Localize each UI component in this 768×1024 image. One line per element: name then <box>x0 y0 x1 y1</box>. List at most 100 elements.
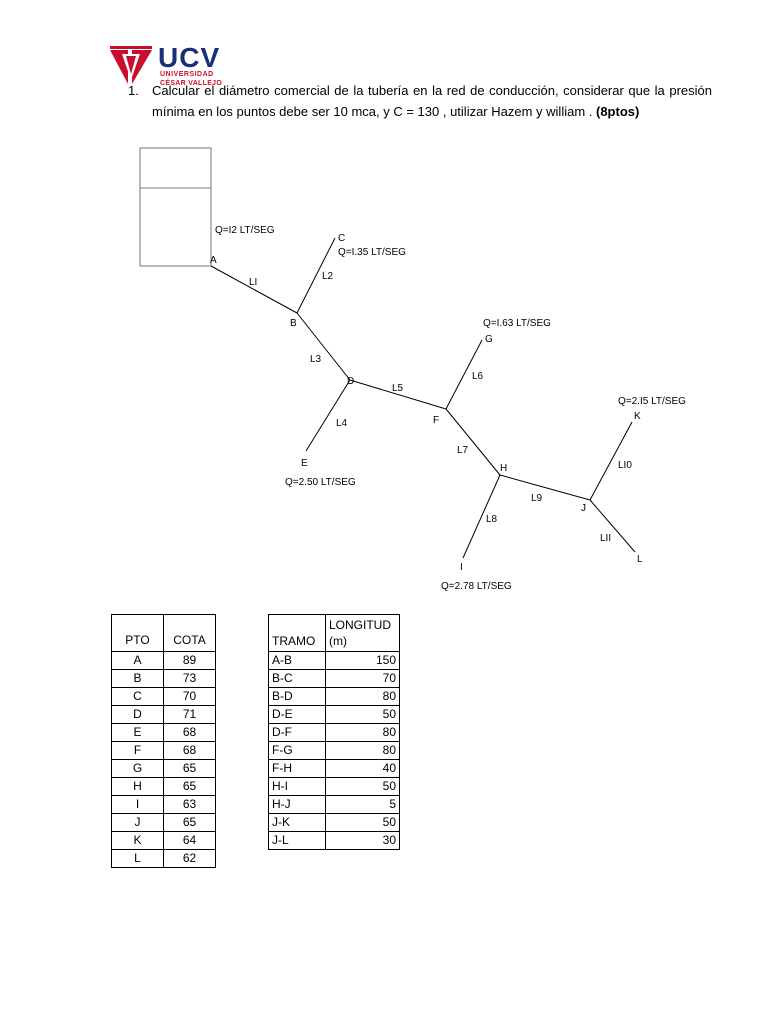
table-cell: K <box>111 831 164 850</box>
table-cell: 64 <box>163 831 216 850</box>
table-cell: D-E <box>268 705 326 724</box>
table-cell: 89 <box>163 651 216 670</box>
header-cota: COTA <box>163 614 216 652</box>
table-cell: F-G <box>268 741 326 760</box>
table-cell: C <box>111 687 164 706</box>
pipe-l11 <box>589 499 636 553</box>
table-cell: F <box>111 741 164 760</box>
node-g: G <box>485 334 493 345</box>
header-tramo: TRAMO <box>268 614 326 652</box>
logo-name: UCV <box>158 42 221 73</box>
flow-label-e: Q=2.50 LT/SEG <box>285 477 356 488</box>
segment-label-l2: L2 <box>322 271 334 282</box>
pipe-l1 <box>210 265 298 314</box>
table-cell: D <box>111 705 164 724</box>
pipe-l5 <box>349 379 447 410</box>
header-pto: PTO <box>111 614 164 652</box>
segment-label-l8: L8 <box>486 514 498 525</box>
flow-label-k: Q=2.I5 LT/SEG <box>618 396 686 407</box>
node-c: C <box>338 233 345 244</box>
pipe-l8 <box>462 474 501 559</box>
table-cell: A-B <box>268 651 326 670</box>
node-f: F <box>433 415 439 426</box>
node-k: K <box>634 411 641 422</box>
table-cell: 71 <box>163 705 216 724</box>
pipe-l7 <box>445 408 501 476</box>
segment-label-l1: LI <box>249 277 257 288</box>
table-cell: 70 <box>325 669 400 688</box>
table-cell: B-C <box>268 669 326 688</box>
table-cell: 5 <box>325 795 400 814</box>
question-points: (8ptos) <box>596 104 640 119</box>
segment-label-l7: L7 <box>457 445 469 456</box>
node-j: J <box>581 503 586 514</box>
university-logo: UCV UNIVERSIDAD CÉSAR VALLEJO <box>108 42 228 90</box>
table-cell: 50 <box>325 705 400 724</box>
table-cell: 68 <box>163 741 216 760</box>
table-cell: J-L <box>268 831 326 850</box>
table-cell: D-F <box>268 723 326 742</box>
question-text: Calcular el diámetro comercial de la tub… <box>152 83 712 119</box>
table-cell: I <box>111 795 164 814</box>
table-cell: 80 <box>325 741 400 760</box>
node-h: H <box>500 463 507 474</box>
table-cell: 62 <box>163 849 216 868</box>
table-cell: E <box>111 723 164 742</box>
node-b: B <box>290 318 297 329</box>
table-cell: H-J <box>268 795 326 814</box>
logo-subtitle-1: UNIVERSIDAD <box>160 71 214 78</box>
ucv-shield-icon <box>110 46 152 84</box>
pipe-l4 <box>305 379 351 452</box>
segment-label-l9: L9 <box>531 493 543 504</box>
table-cell: B <box>111 669 164 688</box>
table-cell: 40 <box>325 759 400 778</box>
reservoir-tank <box>139 147 212 267</box>
segment-label-l3: L3 <box>310 354 322 365</box>
flow-label-i: Q=2.78 LT/SEG <box>441 581 512 592</box>
flow-label-g: Q=I.63 LT/SEG <box>483 318 551 329</box>
node-a: A <box>210 255 217 266</box>
pipe-l3 <box>296 312 351 381</box>
node-e: E <box>301 458 308 469</box>
pipe-l6 <box>445 339 483 410</box>
table-cell: 50 <box>325 777 400 796</box>
table-cell: H-I <box>268 777 326 796</box>
cota-table-header: PTO COTA <box>111 614 216 652</box>
segment-label-l6: L6 <box>472 371 484 382</box>
segment-label-l11: LII <box>600 533 611 544</box>
table-cell: 50 <box>325 813 400 832</box>
table-cell: 73 <box>163 669 216 688</box>
table-cell: A <box>111 651 164 670</box>
flow-label-a: Q=I2 LT/SEG <box>215 225 275 236</box>
table-cell: H <box>111 777 164 796</box>
table-cell: 63 <box>163 795 216 814</box>
tramo-table-header: TRAMO LONGITUD (m) <box>268 614 400 652</box>
question-1: 1. Calcular el diámetro comercial de la … <box>128 80 712 122</box>
table-cell: 65 <box>163 813 216 832</box>
question-body: Calcular el diámetro comercial de la tub… <box>152 80 712 122</box>
node-i: I <box>460 562 463 573</box>
pipe-network-diagram: Q=I2 LT/SEG Q=I.35 LT/SEG Q=I.63 LT/SEG … <box>139 147 686 592</box>
table-cell: 65 <box>163 777 216 796</box>
node-l: L <box>637 554 643 565</box>
table-cell: 150 <box>325 651 400 670</box>
table-cell: 65 <box>163 759 216 778</box>
